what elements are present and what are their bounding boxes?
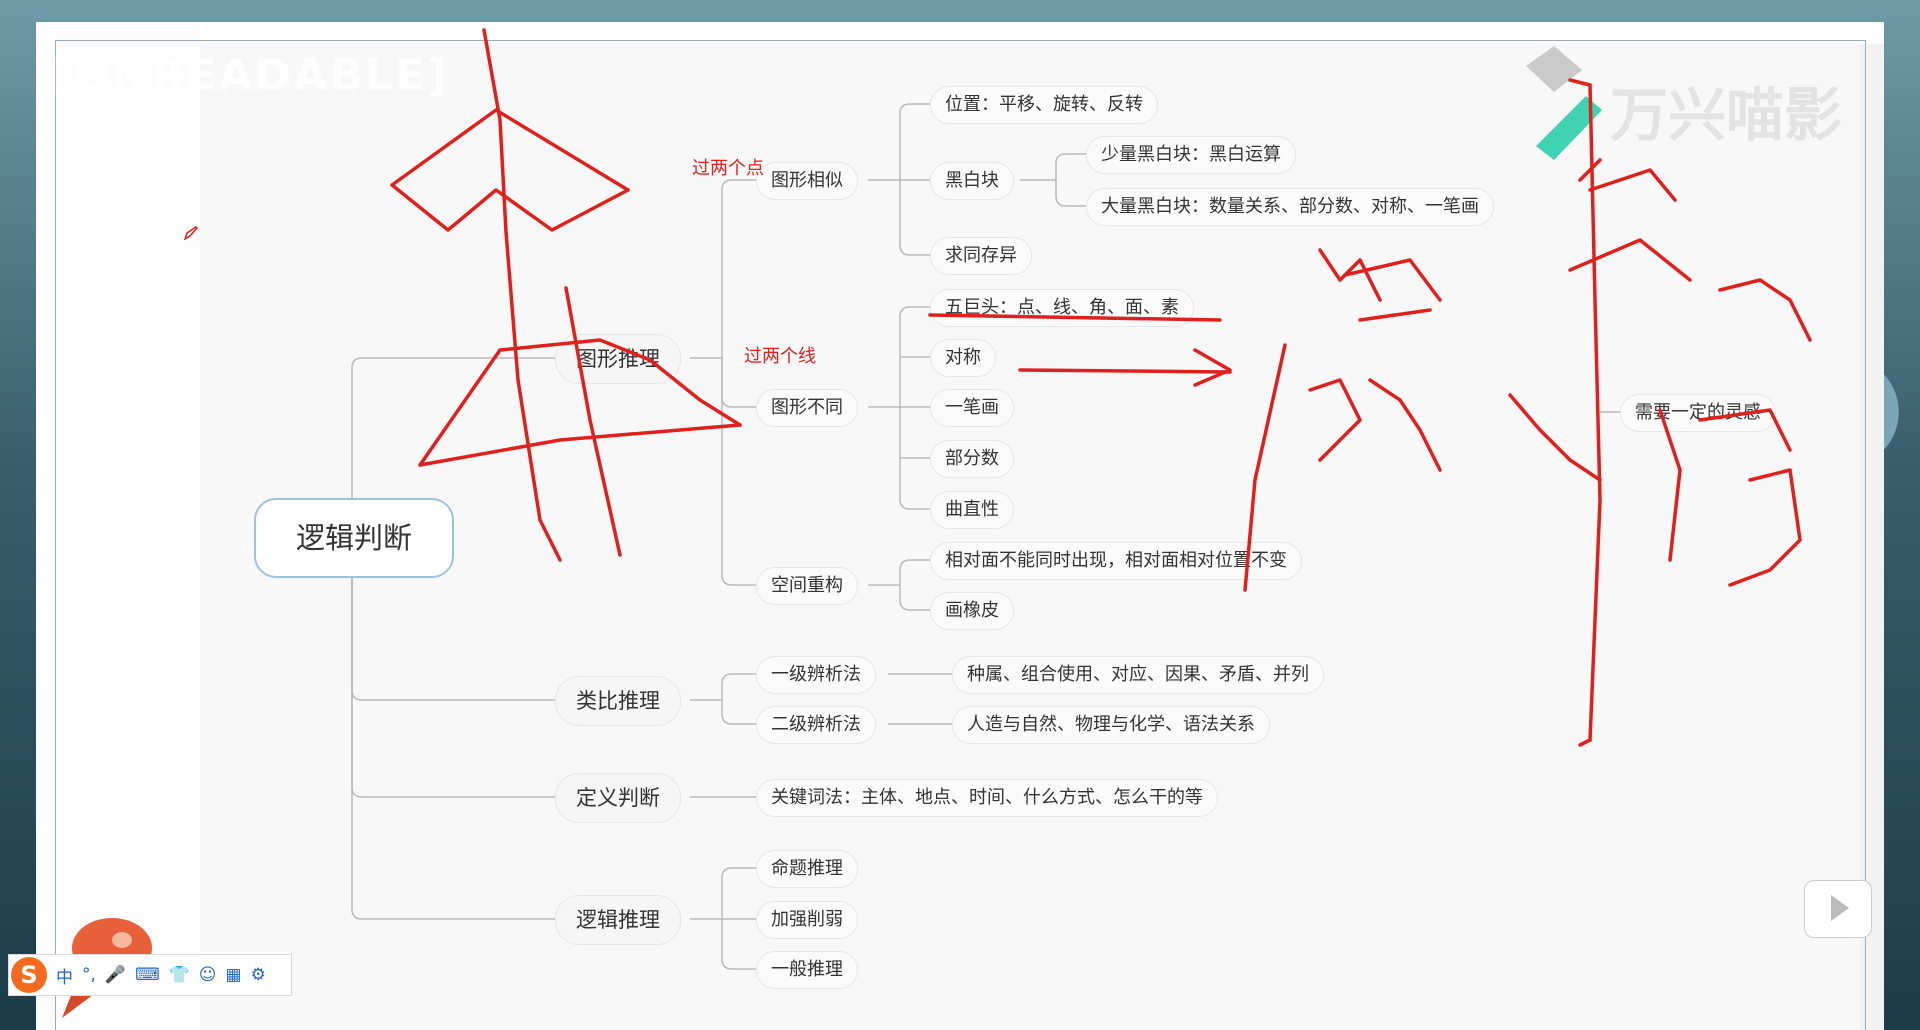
root-node[interactable]: 逻辑判断: [254, 498, 454, 578]
ime-punct-toggle[interactable]: °,: [82, 965, 96, 985]
node-linggan[interactable]: 需要一定的灵感: [1620, 394, 1776, 432]
ime-lang-toggle[interactable]: 中: [56, 967, 73, 988]
microphone-icon[interactable]: 🎤: [104, 965, 127, 985]
node-wujutou[interactable]: 五巨头：点、线、角、面、素: [930, 289, 1194, 327]
annotation-two-points: 过两个点: [692, 158, 764, 179]
pen-cursor-icon: [184, 226, 198, 240]
bilibili-watermark: [UNREADABLE]: [52, 50, 449, 101]
node-duichen[interactable]: 对称: [930, 339, 996, 377]
frame-line-right: [1865, 40, 1866, 1030]
node-jiaqiang[interactable]: 加强削弱: [756, 901, 858, 939]
apps-grid-icon[interactable]: ▦: [225, 965, 242, 985]
node-huaxiangpi[interactable]: 画橡皮: [930, 592, 1014, 630]
emoji-icon[interactable]: ☺: [198, 965, 217, 985]
wondershare-watermark: 万兴喵影: [1610, 81, 1843, 149]
frame-line-left: [55, 40, 56, 1030]
sogou-logo-icon[interactable]: S: [11, 957, 47, 993]
node-yiji-detail[interactable]: 种属、组合使用、对应、因果、矛盾、并列: [952, 656, 1324, 694]
node-heibai-many[interactable]: 大量黑白块：数量关系、部分数、对称、一笔画: [1086, 188, 1494, 226]
node-space[interactable]: 空间重构: [756, 567, 858, 605]
node-quzhixing[interactable]: 曲直性: [930, 491, 1014, 529]
node-xiangduimian[interactable]: 相对面不能同时出现，相对面相对位置不变: [930, 542, 1302, 580]
node-different[interactable]: 图形不同: [756, 389, 858, 427]
node-erji[interactable]: 二级辨析法: [756, 706, 876, 744]
node-yiji[interactable]: 一级辨析法: [756, 656, 876, 694]
node-yiban[interactable]: 一般推理: [756, 951, 858, 989]
node-dingyi-detail[interactable]: 关键词法：主体、地点、时间、什么方式、怎么干的等: [756, 779, 1218, 817]
node-similar[interactable]: 图形相似: [756, 162, 858, 200]
frame-line-top: [55, 40, 1865, 41]
node-position[interactable]: 位置：平移、旋转、反转: [930, 86, 1158, 124]
node-heibai-few[interactable]: 少量黑白块：黑白运算: [1086, 136, 1296, 174]
node-bufenshu[interactable]: 部分数: [930, 440, 1014, 478]
node-erji-detail[interactable]: 人造与自然、物理与化学、语法关系: [952, 706, 1270, 744]
node-dingyi[interactable]: 定义判断: [555, 773, 681, 823]
ime-toolbar[interactable]: S 中 °, 🎤 ⌨ 👕 ☺ ▦ ⚙: [8, 954, 292, 996]
node-tuxing[interactable]: 图形推理: [555, 334, 681, 384]
keyboard-icon[interactable]: ⌨: [135, 965, 160, 985]
node-qiutong[interactable]: 求同存异: [930, 237, 1032, 275]
settings-icon[interactable]: ⚙: [250, 965, 266, 985]
node-leibi[interactable]: 类比推理: [555, 676, 681, 726]
node-yibihua[interactable]: 一笔画: [930, 389, 1014, 427]
node-heibai[interactable]: 黑白块: [930, 162, 1014, 200]
node-mingti[interactable]: 命题推理: [756, 850, 858, 888]
bilibili-tv-icon[interactable]: [1804, 880, 1872, 938]
annotation-two-lines: 过两个线: [744, 346, 816, 367]
skin-icon[interactable]: 👕: [168, 965, 190, 985]
node-luoji[interactable]: 逻辑推理: [555, 895, 681, 945]
left-blank-panel: [36, 22, 200, 1030]
